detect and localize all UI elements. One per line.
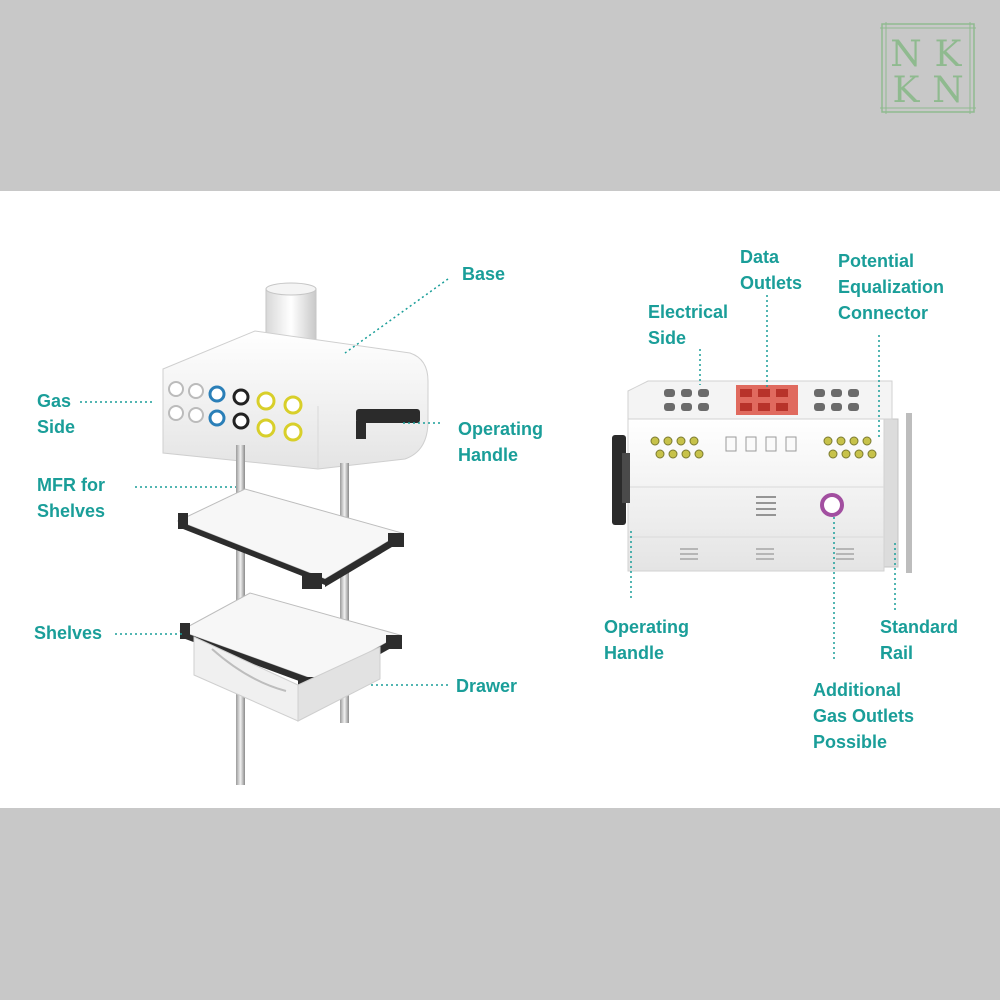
label-base: Base — [462, 264, 506, 284]
label-potential-equalization-connector: Potential Equalization Connector — [838, 248, 944, 326]
logo-letter-4: N — [932, 70, 964, 111]
label-additional-gas-outlets-line-2: Gas Outlets — [813, 706, 915, 726]
label-potential-equalization-line-2: Equalization — [838, 277, 945, 297]
label-drawer: Drawer — [456, 676, 518, 696]
label-operating-handle-left-line-1: Operating — [458, 419, 544, 439]
label-standard-rail-line-1: Standard — [880, 617, 959, 637]
label-electrical-side: Electrical Side — [648, 299, 728, 351]
label-potential-equalization-line-1: Potential — [838, 251, 915, 271]
logo-letter-3: K — [893, 70, 921, 111]
label-operating-handle-right: Operating Handle — [604, 614, 689, 666]
equalization-connectors-right — [823, 436, 877, 459]
standard-rail — [906, 413, 912, 573]
additional-gas-outlet — [820, 493, 844, 517]
label-data-outlets-line-1: Data — [740, 247, 780, 267]
label-gas-side-line-1: Gas — [37, 391, 72, 411]
vent-grille — [756, 496, 776, 516]
label-operating-handle-left-line-2: Handle — [458, 445, 519, 465]
right-pendant-unit — [612, 380, 912, 573]
equalization-connectors-left — [650, 436, 704, 459]
label-mfr-for-shelves: MFR for Shelves — [37, 472, 105, 524]
logo-letter-1: N — [890, 34, 922, 75]
label-additional-gas-outlets: Additional Gas Outlets Possible — [813, 677, 914, 755]
label-data-outlets: Data Outlets — [740, 244, 802, 296]
electrical-sockets-top — [664, 389, 859, 411]
label-electrical-side-line-2: Side — [648, 328, 687, 348]
drawer — [193, 636, 381, 722]
label-standard-rail: Standard Rail — [880, 614, 958, 666]
left-operating-handle — [356, 409, 420, 423]
label-data-outlets-line-2: Outlets — [740, 273, 803, 293]
label-additional-gas-outlets-line-1: Additional — [813, 680, 901, 700]
gas-outlets — [168, 381, 303, 442]
upper-shelf — [176, 488, 404, 589]
label-shelves: Shelves — [34, 623, 103, 643]
label-operating-handle-left: Operating Handle — [458, 416, 543, 468]
product-illustrations — [80, 278, 912, 785]
top-gray-band — [0, 0, 1000, 191]
label-operating-handle-right-line-2: Handle — [604, 643, 665, 663]
label-gas-side: Gas Side — [37, 388, 75, 440]
label-mfr-for-shelves-line-2: Shelves — [37, 501, 106, 521]
left-leader-lines — [80, 278, 449, 686]
label-electrical-side-line-1: Electrical — [648, 302, 729, 322]
left-pendant-unit — [162, 282, 429, 785]
data-outlets — [736, 385, 798, 415]
bottom-gray-band — [0, 808, 1000, 1000]
label-standard-rail-line-2: Rail — [880, 643, 914, 663]
label-gas-side-line-2: Side — [37, 417, 76, 437]
logo-letter-2: K — [935, 34, 963, 75]
label-mfr-for-shelves-line-1: MFR for — [37, 475, 105, 495]
label-potential-equalization-line-3: Connector — [838, 303, 928, 323]
right-leader-lines — [630, 295, 896, 661]
switches — [725, 436, 797, 452]
nk-logo: N K K N — [880, 22, 976, 114]
label-additional-gas-outlets-line-3: Possible — [813, 732, 888, 752]
label-operating-handle-right-line-1: Operating — [604, 617, 690, 637]
